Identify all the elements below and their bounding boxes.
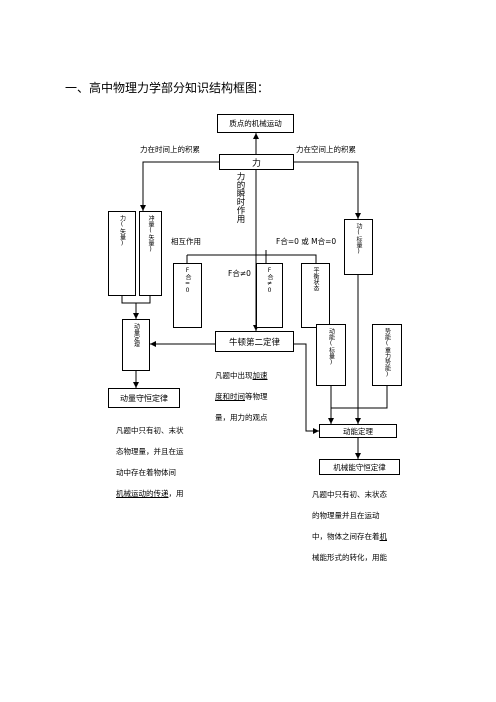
note-text: 凡题中出现: [215, 371, 253, 380]
interaction-box-1: F合=0: [173, 263, 202, 328]
note-text: 凡题中只有初、末状态: [312, 490, 387, 499]
interaction-box-2: F合≠0: [256, 263, 283, 328]
note-text: 等物理: [245, 392, 268, 401]
page-heading: 一、高中物理力学部分知识结构框图：: [65, 81, 270, 95]
note-text: ，用: [168, 489, 184, 498]
note-underlined: 机械运动的传递: [116, 489, 169, 498]
time-accumulation-label: 力在时间上的积累: [140, 145, 200, 154]
interaction-label: 相互作用: [171, 237, 201, 246]
kinetic-energy-theorem-box: 动能定理: [319, 424, 397, 438]
note-text: 的物理量并且在运动: [312, 511, 380, 520]
force-box: 力: [219, 154, 294, 170]
newton-second-law-box: 牛顿第二定律: [215, 331, 294, 352]
instant-action-label: 力的瞬时作用: [235, 172, 245, 223]
momentum-usage-note: 凡题中只有初、末状 态物理量，并且在运 动中存在着物体间 机械运动的传递，用: [116, 420, 216, 504]
momentum-theorem-box: 动量定理: [122, 319, 150, 371]
equilibrium-box: 平衡状态: [301, 263, 330, 328]
force-vector-box: 力(矢量): [108, 211, 136, 296]
note-text: 凡题中只有初、末状: [116, 426, 184, 435]
impulse-vector-box: 冲量(矢量): [139, 211, 162, 296]
kinetic-energy-box: 动能(标量): [316, 324, 346, 386]
condition-label: F合=0 或 M合=0: [276, 237, 337, 246]
energy-usage-note: 凡题中只有初、末状态 的物理量并且在运动 中，物体之间存在着机 械能形式的转化，…: [312, 484, 412, 568]
newton-usage-note: 凡题中出现加速 度和时间等物理 量，用力的观点: [215, 365, 297, 428]
motion-box: 质点的机械运动: [217, 114, 294, 133]
momentum-conservation-box: 动量守恒定律: [108, 388, 180, 408]
energy-conservation-box: 机械能守恒定律: [319, 459, 400, 475]
note-underlined: 度和时间: [215, 392, 245, 401]
note-underlined: 机: [379, 532, 388, 541]
space-accumulation-label: 力在空间上的积累: [296, 145, 356, 154]
note-text: 量，用力的观点: [215, 413, 268, 422]
work-scalar-box: 功(标量): [344, 219, 373, 275]
note-text: 中，物体之间存在着: [312, 532, 380, 541]
note-text: 械能形式的转化，用能: [312, 553, 387, 562]
note-text: 动中存在着物体间: [116, 468, 176, 477]
note-underlined: 加速: [252, 371, 268, 380]
net-force-nonzero-label: F合≠0: [228, 269, 251, 278]
note-text: 态物理量，并且在运: [116, 447, 184, 456]
potential-energy-box: 势能(重力势能): [372, 324, 402, 386]
